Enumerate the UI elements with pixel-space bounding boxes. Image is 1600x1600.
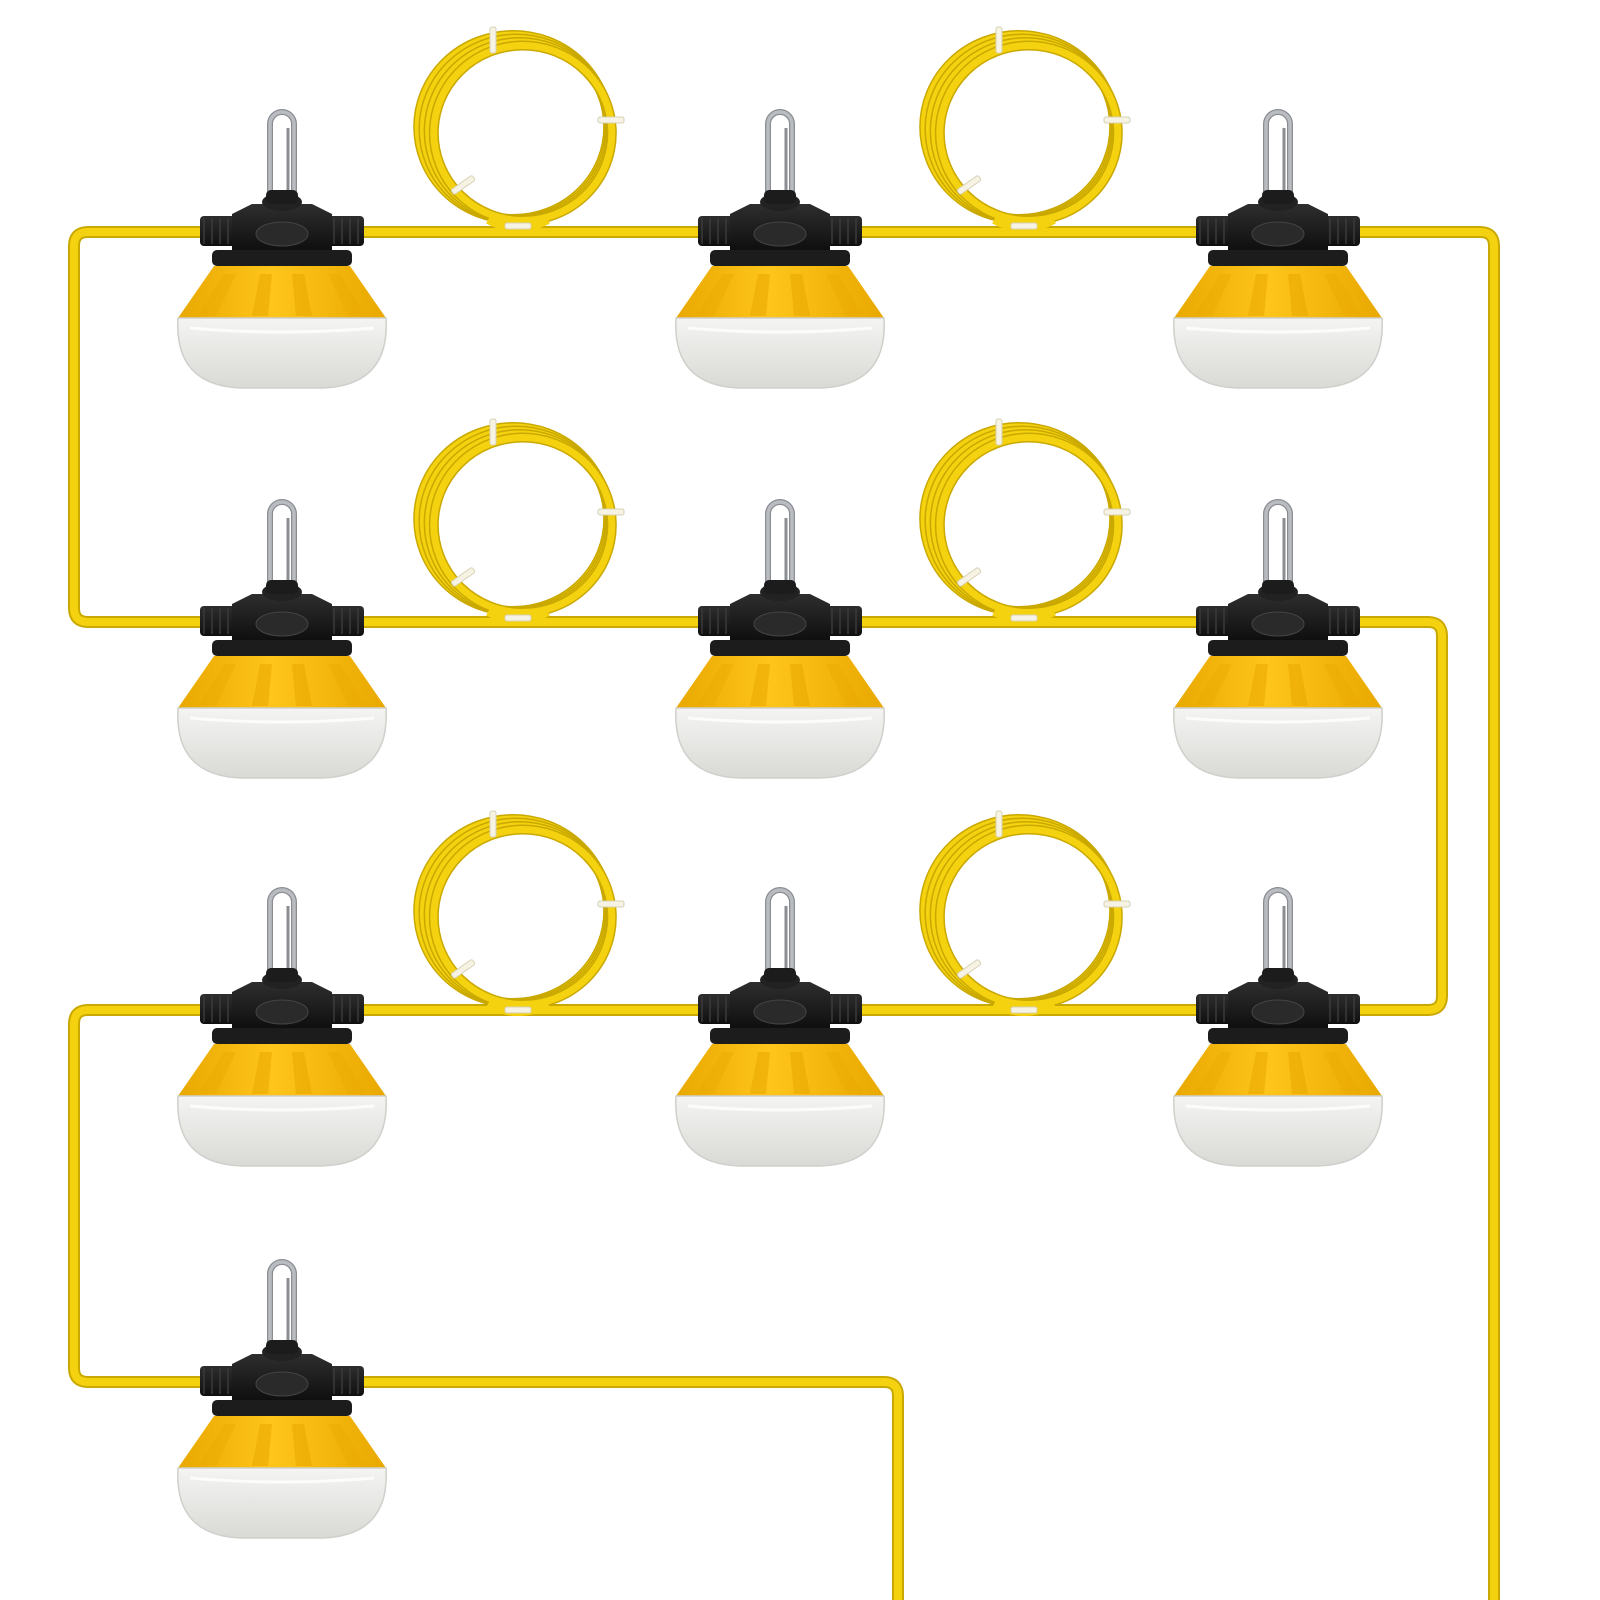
fixture-cap — [200, 1340, 364, 1416]
fixture-cap — [200, 968, 364, 1044]
zip-tie — [995, 810, 1003, 838]
light-diffuser — [177, 1095, 387, 1167]
fixture-cap — [1196, 580, 1360, 656]
light-diffuser — [675, 317, 885, 389]
zip-tie — [1010, 1006, 1038, 1014]
lamp-shade — [676, 266, 884, 318]
lamp-shade — [676, 656, 884, 708]
light-row2-left — [177, 499, 387, 779]
light-diffuser — [177, 1467, 387, 1539]
zip-tie — [597, 116, 625, 124]
zip-tie — [504, 222, 532, 230]
coil-row3-a — [413, 810, 625, 1016]
zip-tie — [995, 26, 1003, 54]
zip-tie — [1103, 508, 1131, 516]
light-row3-center — [675, 887, 885, 1167]
light-diffuser — [1173, 317, 1383, 389]
zip-tie — [956, 567, 982, 587]
light-row2-center — [675, 499, 885, 779]
main-cord — [68, 226, 1500, 1600]
coil-row2-b — [919, 418, 1131, 624]
zip-tie — [1010, 614, 1038, 622]
fixture-cap — [698, 580, 862, 656]
lamp-shade — [178, 1044, 386, 1096]
light-row3-right — [1173, 887, 1383, 1167]
fixture-cap — [200, 580, 364, 656]
zip-tie — [995, 418, 1003, 446]
light-diffuser — [177, 317, 387, 389]
lamp-shade — [178, 656, 386, 708]
light-row3-left — [177, 887, 387, 1167]
coil-row3-b — [919, 810, 1131, 1016]
zip-tie — [956, 959, 982, 979]
fixture-cap — [1196, 968, 1360, 1044]
zip-tie — [489, 26, 497, 54]
zip-tie — [1103, 116, 1131, 124]
zip-tie — [489, 810, 497, 838]
light-diffuser — [1173, 1095, 1383, 1167]
zip-tie — [1103, 900, 1131, 908]
zip-tie — [597, 900, 625, 908]
light-row4-left — [177, 1259, 387, 1539]
zip-tie — [450, 175, 476, 195]
light-diffuser — [675, 1095, 885, 1167]
cord-body — [70, 228, 1498, 1600]
lamp-shade — [178, 266, 386, 318]
light-diffuser — [675, 707, 885, 779]
lamp-shade — [1174, 1044, 1382, 1096]
light-row1-center — [675, 109, 885, 389]
zip-tie — [504, 614, 532, 622]
lamp-shade — [676, 1044, 884, 1096]
zip-tie — [1010, 222, 1038, 230]
zip-tie — [597, 508, 625, 516]
zip-tie — [489, 418, 497, 446]
coil-row1-a — [413, 26, 625, 232]
light-row1-right — [1173, 109, 1383, 389]
zip-tie — [504, 1006, 532, 1014]
zip-tie — [450, 567, 476, 587]
light-row2-right — [1173, 499, 1383, 779]
fixture-cap — [200, 190, 364, 266]
light-diffuser — [177, 707, 387, 779]
zip-tie — [956, 175, 982, 195]
coil-row2-a — [413, 418, 625, 624]
lamp-shade — [1174, 656, 1382, 708]
coil-row1-b — [919, 26, 1131, 232]
fixture-cap — [698, 190, 862, 266]
fixture-cap — [1196, 190, 1360, 266]
lamp-shade — [178, 1416, 386, 1468]
zip-tie — [450, 959, 476, 979]
light-row1-left — [177, 109, 387, 389]
fixture-cap — [698, 968, 862, 1044]
light-diffuser — [1173, 707, 1383, 779]
lamp-shade — [1174, 266, 1382, 318]
